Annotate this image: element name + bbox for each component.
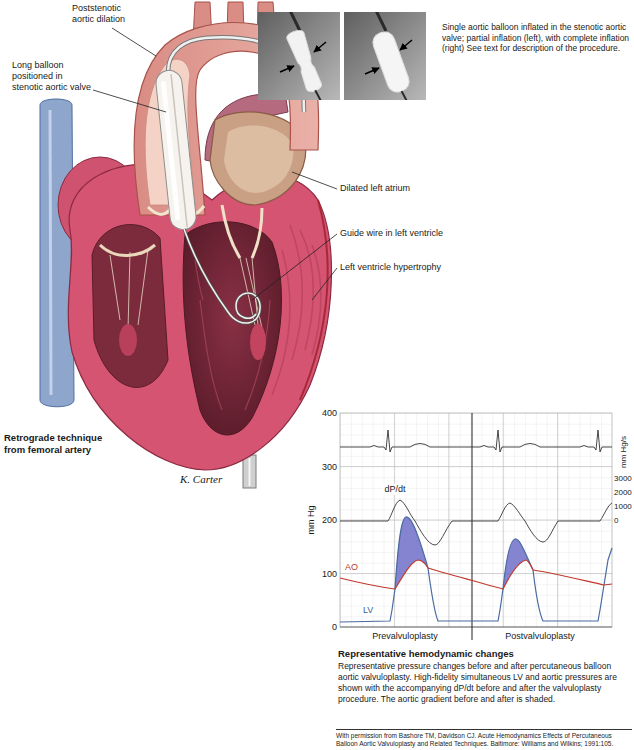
dpdt-trace xyxy=(340,500,612,545)
chordae xyxy=(110,255,120,320)
callout-label: Guide wire in left ventricle xyxy=(340,228,443,239)
papillary-muscle xyxy=(250,324,266,360)
axis-title: mm Hg/s xyxy=(619,436,629,468)
xray-arrow xyxy=(314,42,326,52)
xray-image xyxy=(370,29,412,95)
technique-label: Retrograde technique from femoral artery xyxy=(4,432,116,456)
papillary-muscle xyxy=(119,324,137,356)
hemodynamic-chart xyxy=(340,413,612,627)
vena-cava xyxy=(40,99,74,407)
tricuspid-valve xyxy=(100,245,155,256)
left-ventricle-cavity xyxy=(183,222,281,435)
phase-label: Postvalvuloplasty xyxy=(505,631,575,642)
leader-line xyxy=(112,28,156,56)
valvuloplasty-balloon xyxy=(155,69,198,231)
heart-body xyxy=(68,164,331,470)
chordae xyxy=(138,250,148,325)
valvuloplasty-balloon xyxy=(161,81,181,221)
axis-tick: 1000 xyxy=(614,502,632,512)
axis-line xyxy=(340,627,612,628)
callout-label: Poststenotic aortic dilation xyxy=(72,3,144,25)
coronary-artery xyxy=(300,200,328,400)
guide-wire xyxy=(184,229,260,323)
axis-title: mm Hg xyxy=(306,506,317,535)
aortic-pressure-trace xyxy=(340,560,612,589)
caption-heading: Representative hemodynamic changes xyxy=(338,648,630,660)
axis-tick: 3000 xyxy=(614,474,632,484)
xray-image xyxy=(285,28,323,93)
xray-image xyxy=(366,12,422,100)
axis-tick: 0 xyxy=(614,516,618,526)
trace-label: AO xyxy=(344,562,359,573)
trabeculae xyxy=(200,300,222,410)
left-atrium-interior xyxy=(224,126,293,193)
mitral-valve xyxy=(222,205,262,258)
xray-image xyxy=(402,90,416,100)
hemodynamic-chart xyxy=(340,413,612,640)
leader-line xyxy=(312,268,337,300)
vena-cava-highlight xyxy=(50,110,51,395)
citation: With permission from Bashore TM, Davidso… xyxy=(336,729,632,748)
femoral-catheter xyxy=(249,458,251,486)
grid-line xyxy=(340,413,612,627)
phase-label: Prevalvuloplasty xyxy=(372,631,438,642)
ecg-trace xyxy=(340,430,612,452)
xray-image xyxy=(258,0,426,122)
xray-image xyxy=(280,12,300,31)
callout-label: Long balloon positioned in stenotic aort… xyxy=(12,60,92,93)
callout-label: Dilated left atrium xyxy=(340,183,410,194)
leader-line xyxy=(252,234,337,300)
xray-arrow xyxy=(280,66,294,72)
chordae xyxy=(110,250,148,330)
xray-image xyxy=(370,29,422,100)
myocardium-fibers xyxy=(290,225,302,360)
axis-tick: 0 xyxy=(332,622,337,632)
myocardium-fibers xyxy=(272,250,290,395)
right-ventricle-cavity xyxy=(92,225,168,388)
xray-image xyxy=(285,28,334,100)
leader-line xyxy=(292,172,337,189)
valvuloplasty-balloon xyxy=(155,69,198,231)
xray-image xyxy=(344,12,426,100)
xray-arrow xyxy=(365,68,379,74)
artist-signature: K. Carter xyxy=(180,472,222,486)
chordae xyxy=(128,252,130,330)
caption-body: Representative pressure changes before a… xyxy=(338,661,630,705)
callout-label: Left ventricle hypertrophy xyxy=(340,262,441,273)
xray-arrow xyxy=(280,40,412,74)
xray-image xyxy=(315,89,329,100)
xray-image xyxy=(366,12,386,31)
myocardium-fibers xyxy=(272,225,321,395)
axis-tick: 2000 xyxy=(614,488,632,498)
leader-line xyxy=(93,90,166,112)
trabeculae xyxy=(195,260,270,410)
trace-label: LV xyxy=(362,605,374,616)
xray-image xyxy=(280,12,334,100)
lv-pressure-trace xyxy=(340,517,612,622)
femoral-catheter xyxy=(243,455,256,488)
figure-caption: Single aortic balloon inflated in the st… xyxy=(442,22,630,54)
axis-tick: 100 xyxy=(322,569,337,579)
valvuloplasty-balloon xyxy=(171,74,187,227)
guide-wire xyxy=(184,229,260,323)
axis-tick: 200 xyxy=(322,515,337,525)
axis-tick: 400 xyxy=(322,408,337,418)
axis-tick: 300 xyxy=(322,462,337,472)
xray-arrow xyxy=(400,40,412,50)
trace-label: dP/dt xyxy=(383,484,406,495)
xray-image xyxy=(258,12,340,100)
